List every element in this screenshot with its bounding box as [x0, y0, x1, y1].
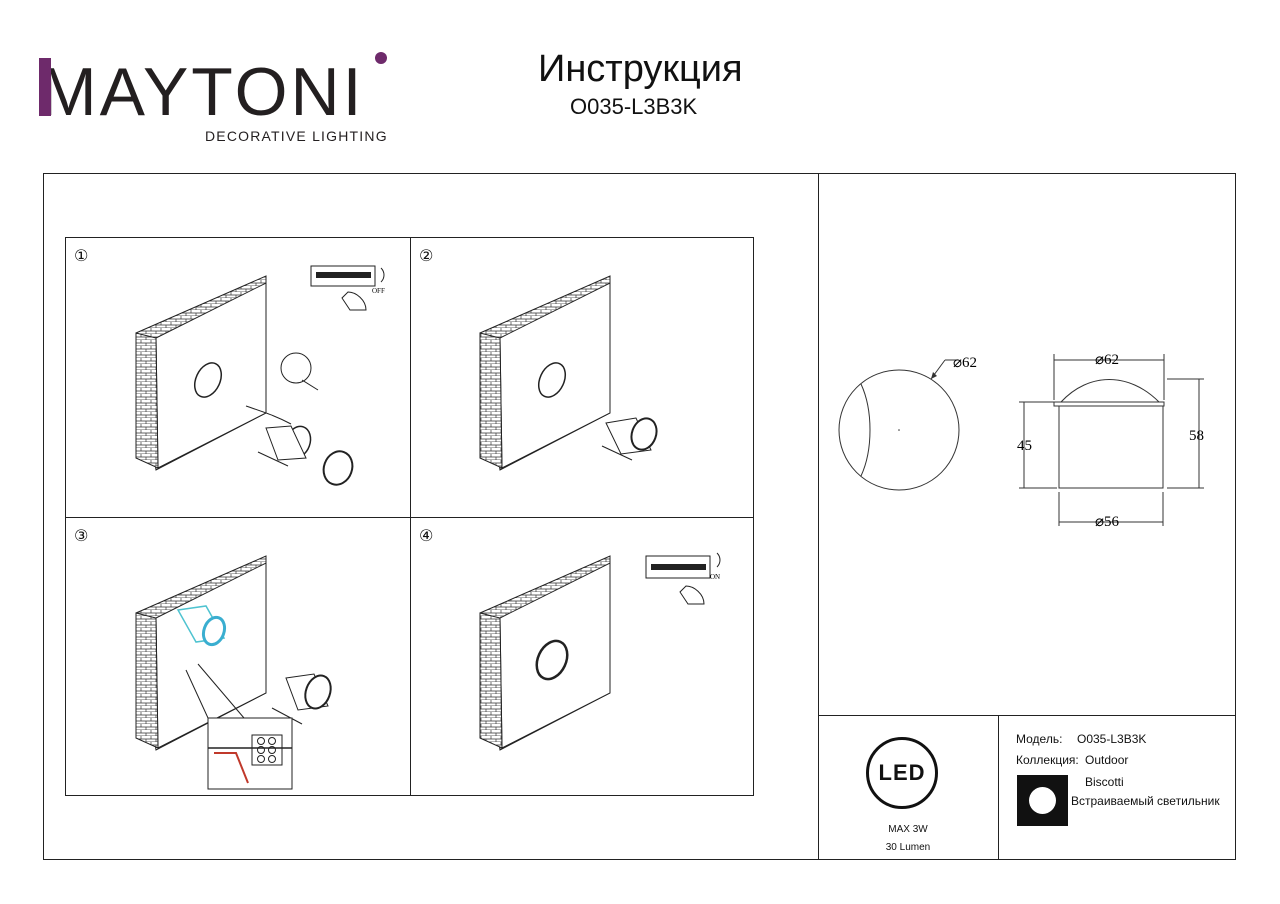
step4-switch-icon — [645, 552, 721, 605]
led-badge-icon: LED — [866, 737, 938, 809]
logo-accent-bar — [39, 58, 51, 116]
step3-wiring-diagram — [207, 717, 293, 790]
body-height-label: 45 — [1017, 438, 1032, 454]
step2-wall — [479, 275, 611, 471]
spec-collection-value: Outdoor — [1085, 753, 1129, 767]
frame-divider-vertical — [818, 173, 819, 860]
steps-divider-vertical — [410, 238, 411, 795]
frame-divider-spec — [998, 715, 999, 860]
step3-luminaire — [185, 663, 332, 725]
led-badge-label: LED — [878, 760, 926, 785]
steps-illustrations: OFF — [135, 265, 721, 790]
logo-dot-icon — [375, 52, 387, 64]
document-model-code: O035-L3B3K — [570, 94, 698, 119]
product-thumbnail — [1017, 775, 1068, 826]
step-number-4: ④ — [419, 526, 434, 545]
led-lumen: 30 Lumen — [885, 842, 931, 853]
spec-product-type: Встраиваемый светильник — [1071, 794, 1220, 808]
document-title: Инструкция — [538, 48, 743, 90]
brand-tagline: DECORATIVE LIGHTING — [205, 128, 388, 144]
brand-logo: MAYTONI — [39, 58, 365, 126]
step-number-2: ② — [419, 246, 434, 265]
side-view — [1019, 354, 1204, 526]
spec-model-value: O035-L3B3K — [1077, 732, 1147, 746]
technical-drawing: ⌀62 ⌀62 ⌀56 45 58 — [838, 352, 1204, 530]
step-number-1: ① — [74, 246, 89, 265]
led-power: MAX 3W — [888, 824, 928, 835]
spec-collection-label: Коллекция: — [1016, 753, 1079, 767]
step-number-3: ③ — [74, 526, 89, 545]
step4-switch-state: ON — [710, 573, 720, 581]
spec-series: Biscotti — [1085, 775, 1124, 789]
logo-text: MAYTONI — [40, 54, 365, 130]
product-thumbnail-light-icon — [1029, 787, 1056, 814]
step2-luminaire — [601, 417, 658, 461]
frame-divider-horizontal — [818, 715, 1236, 716]
step1-wall — [135, 275, 267, 471]
step1-switch-icon — [310, 265, 385, 311]
front-diameter-label: ⌀62 — [953, 355, 977, 371]
step4-wall — [479, 555, 611, 751]
front-view — [838, 359, 960, 491]
step1-switch-state: OFF — [372, 287, 385, 295]
step1-luminaire — [245, 352, 354, 486]
top-diameter-label: ⌀62 — [1095, 352, 1119, 368]
step3-wall — [135, 555, 267, 751]
bottom-diameter-label: ⌀56 — [1095, 514, 1120, 530]
total-height-label: 58 — [1189, 428, 1204, 444]
spec-model-label: Модель: — [1016, 732, 1063, 746]
instruction-frame — [43, 173, 1236, 860]
steps-divider-horizontal — [66, 517, 753, 518]
installation-steps-grid: ① ② ③ ④ — [65, 237, 754, 796]
